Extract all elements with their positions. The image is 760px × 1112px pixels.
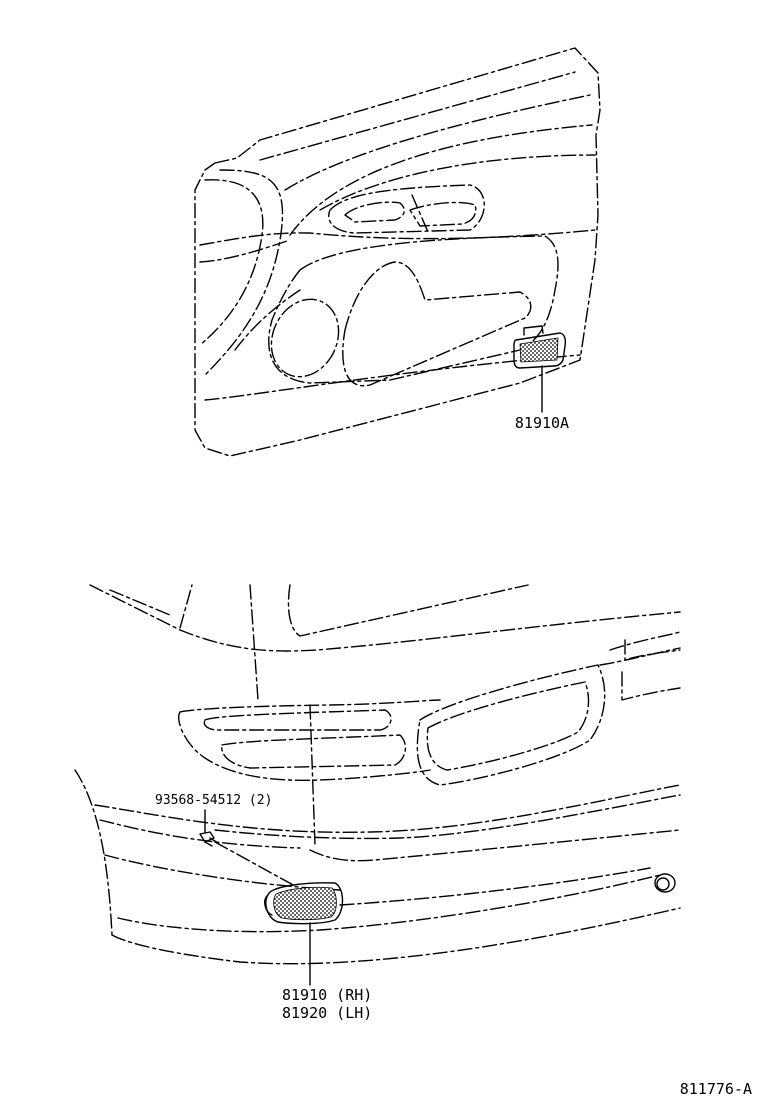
front-bumper <box>74 584 681 965</box>
courtesy-lamp-81910a <box>513 325 567 413</box>
callout-81910-rh: 81910 (RH) <box>282 986 372 1004</box>
callout-81920-lh: 81920 (LH) <box>282 1004 372 1022</box>
callout-81910a: 81910A <box>515 414 569 432</box>
callout-screw: 93568-54512 (2) <box>155 793 272 808</box>
side-marker-lamp <box>264 882 344 986</box>
screw <box>199 809 296 887</box>
figure-code: 811776-A <box>680 1080 752 1098</box>
door-trim-panel <box>194 47 601 457</box>
